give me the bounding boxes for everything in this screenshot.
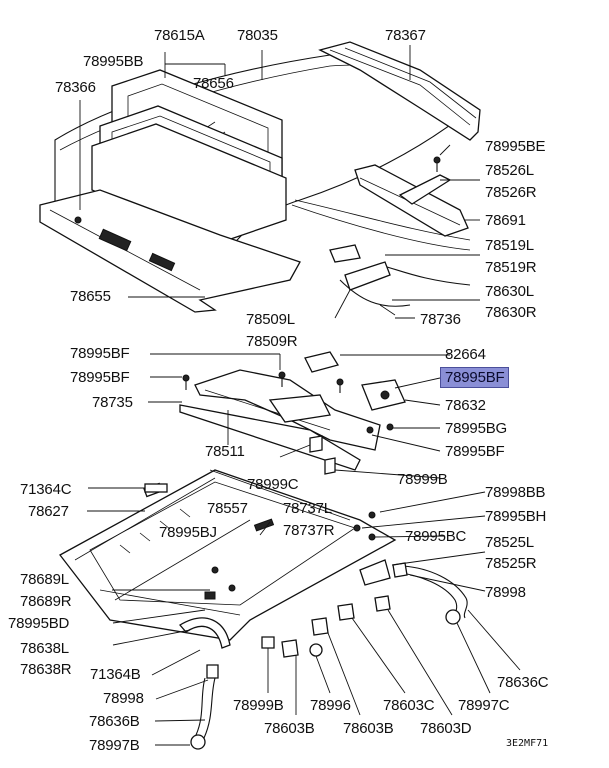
part-label-78603B-first: 78603B: [264, 720, 315, 737]
part-label-78519L: 78519L: [485, 237, 534, 254]
part-label-71364B: 71364B: [90, 666, 141, 683]
part-label-78615A: 78615A: [154, 27, 205, 44]
part-label-78509L: 78509L: [246, 311, 295, 328]
part-label-78736: 78736: [420, 311, 461, 328]
front-header-drawing: [39, 189, 301, 313]
part-label-78509R: 78509R: [246, 333, 298, 350]
part-label-71364C: 71364C: [20, 481, 72, 498]
part-label-78999B-upper: 78999B: [397, 471, 448, 488]
leader-lines: [79, 45, 521, 746]
part-label-78691: 78691: [485, 212, 526, 229]
part-label-78995BB: 78995BB: [83, 53, 144, 70]
part-label-78689R: 78689R: [20, 593, 72, 610]
part-label-78519R: 78519R: [485, 259, 537, 276]
part-label-78995BF-highlighted[interactable]: 78995BF: [440, 367, 510, 388]
diagram-code: 3E2MF71: [506, 738, 549, 749]
part-label-78638R: 78638R: [20, 661, 72, 678]
part-label-78999C: 78999C: [247, 476, 299, 493]
part-label-78999B-lower: 78999B: [233, 697, 284, 714]
part-label-78638L: 78638L: [20, 640, 69, 657]
part-label-78995BH: 78995BH: [485, 508, 547, 525]
part-label-78995BF-lower: 78995BF: [445, 443, 505, 460]
part-label-78998-right: 78998: [485, 584, 526, 601]
part-label-78366: 78366: [55, 79, 96, 96]
deflector-drawing: [354, 156, 469, 237]
part-label-78995BF-upper: 78995BF: [70, 345, 130, 362]
part-label-78735: 78735: [92, 394, 133, 411]
part-label-78557: 78557: [207, 500, 248, 517]
part-label-78997C: 78997C: [458, 697, 510, 714]
roof-rail-drawing: [318, 41, 481, 141]
part-label-78526L: 78526L: [485, 162, 534, 179]
part-label-78630R: 78630R: [485, 304, 537, 321]
part-label-78632: 78632: [445, 397, 486, 414]
part-label-78995BE: 78995BE: [485, 138, 546, 155]
part-label-78525L: 78525L: [485, 534, 534, 551]
part-label-78997B: 78997B: [89, 737, 140, 754]
part-label-78035: 78035: [237, 27, 278, 44]
part-label-78603B-second: 78603B: [343, 720, 394, 737]
sunroof-glass-drawing: [91, 69, 287, 245]
part-label-78995BJ: 78995BJ: [159, 524, 217, 541]
part-label-78689L: 78689L: [20, 571, 69, 588]
part-label-78603C: 78603C: [383, 697, 435, 714]
part-label-78655: 78655: [70, 288, 111, 305]
part-label-78627: 78627: [28, 503, 69, 520]
part-label-78603D: 78603D: [420, 720, 472, 737]
part-label-78995BF-left: 78995BF: [70, 369, 130, 386]
part-label-78998-left: 78998: [103, 690, 144, 707]
part-label-78525R: 78525R: [485, 555, 537, 572]
hose-and-clips-drawing: [144, 483, 468, 750]
part-label-78737L: 78737L: [283, 500, 332, 517]
part-label-78636C: 78636C: [497, 674, 549, 691]
sunroof-frame-drawing: [59, 469, 397, 649]
part-label-78995BC: 78995BC: [405, 528, 467, 545]
part-label-78367: 78367: [385, 27, 426, 44]
part-label-82664: 82664: [445, 346, 486, 363]
part-label-78526R: 78526R: [485, 184, 537, 201]
drive-cable-drawing: [329, 244, 471, 316]
part-label-78998BB: 78998BB: [485, 484, 546, 501]
part-label-78995BG: 78995BG: [445, 420, 507, 437]
motor-assembly-drawing: [179, 351, 406, 475]
part-label-78995BD: 78995BD: [8, 615, 70, 632]
part-label-78996: 78996: [310, 697, 351, 714]
part-label-78511: 78511: [205, 443, 245, 460]
part-label-78737R: 78737R: [283, 522, 335, 539]
part-label-78636B: 78636B: [89, 713, 140, 730]
part-label-78630L: 78630L: [485, 283, 534, 300]
part-label-78656: 78656: [193, 75, 234, 92]
